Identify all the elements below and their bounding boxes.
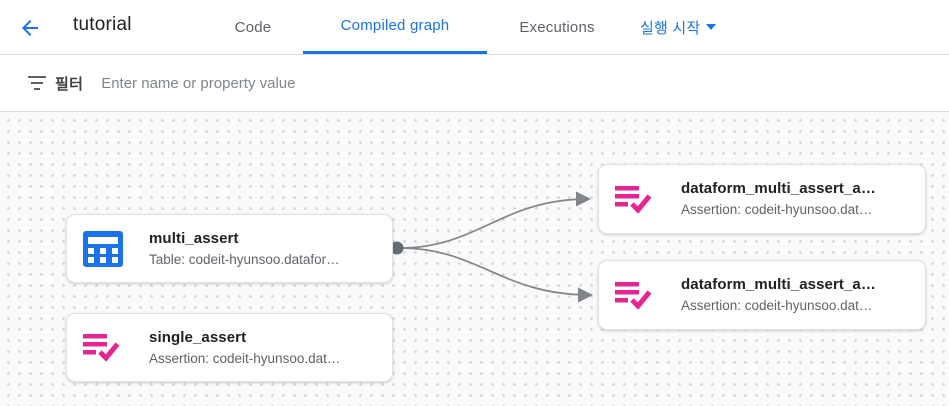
tab-code[interactable]: Code [234, 18, 272, 36]
assertion-icon [615, 179, 657, 219]
arrow-drop-down-icon [706, 24, 717, 30]
node-subtitle: Assertion: codeit-hyunsoo.dat… [681, 298, 873, 313]
back-button[interactable] [18, 15, 44, 41]
graph-node-dataform-multi-assert-bottom[interactable]: dataform_multi_assert_a… Assertion: code… [598, 260, 926, 330]
node-text: dataform_multi_assert_a… Assertion: code… [681, 179, 876, 219]
filter-bar: 필터 [0, 55, 949, 112]
graph-canvas[interactable]: multi_assert Table: codeit-hyunsoo.dataf… [0, 112, 949, 406]
tab-executions[interactable]: Executions [519, 18, 595, 36]
node-title: multi_assert [149, 229, 239, 247]
tab-compiled-graph[interactable]: Compiled graph [303, 0, 487, 54]
node-subtitle: Assertion: codeit-hyunsoo.dat… [681, 202, 873, 217]
edge-multi-assert-to-assert-bottom [399, 247, 594, 303]
graph-node-dataform-multi-assert-top[interactable]: dataform_multi_assert_a… Assertion: code… [598, 164, 926, 234]
filter-input[interactable] [101, 74, 949, 92]
start-execution-button[interactable]: 실행 시작 [640, 0, 717, 54]
node-text: dataform_multi_assert_a… Assertion: code… [681, 275, 876, 315]
filter-label: 필터 [55, 75, 84, 93]
graph-node-multi-assert[interactable]: multi_assert Table: codeit-hyunsoo.dataf… [66, 214, 393, 283]
node-subtitle: Table: codeit-hyunsoo.datafor… [149, 251, 340, 267]
node-title: dataform_multi_assert_a… [681, 180, 876, 197]
assertion-icon [615, 275, 657, 315]
node-subtitle: Assertion: codeit-hyunsoo.dat… [149, 350, 341, 366]
node-title: dataform_multi_assert_a… [681, 276, 876, 293]
page-title: tutorial [73, 14, 132, 35]
filter-list-icon [28, 76, 46, 90]
table-icon [83, 229, 125, 269]
start-execution-label: 실행 시작 [640, 19, 701, 37]
edge-multi-assert-to-assert-top [399, 191, 592, 249]
node-text: multi_assert Table: codeit-hyunsoo.dataf… [149, 229, 340, 269]
arrow-back-icon [22, 20, 38, 36]
assertion-icon [83, 328, 125, 368]
node-title: single_assert [149, 328, 247, 346]
header: tutorial Code Compiled graph Executions … [0, 0, 949, 55]
node-text: single_assert Assertion: codeit-hyunsoo.… [149, 328, 340, 368]
graph-node-single-assert[interactable]: single_assert Assertion: codeit-hyunsoo.… [66, 313, 393, 382]
